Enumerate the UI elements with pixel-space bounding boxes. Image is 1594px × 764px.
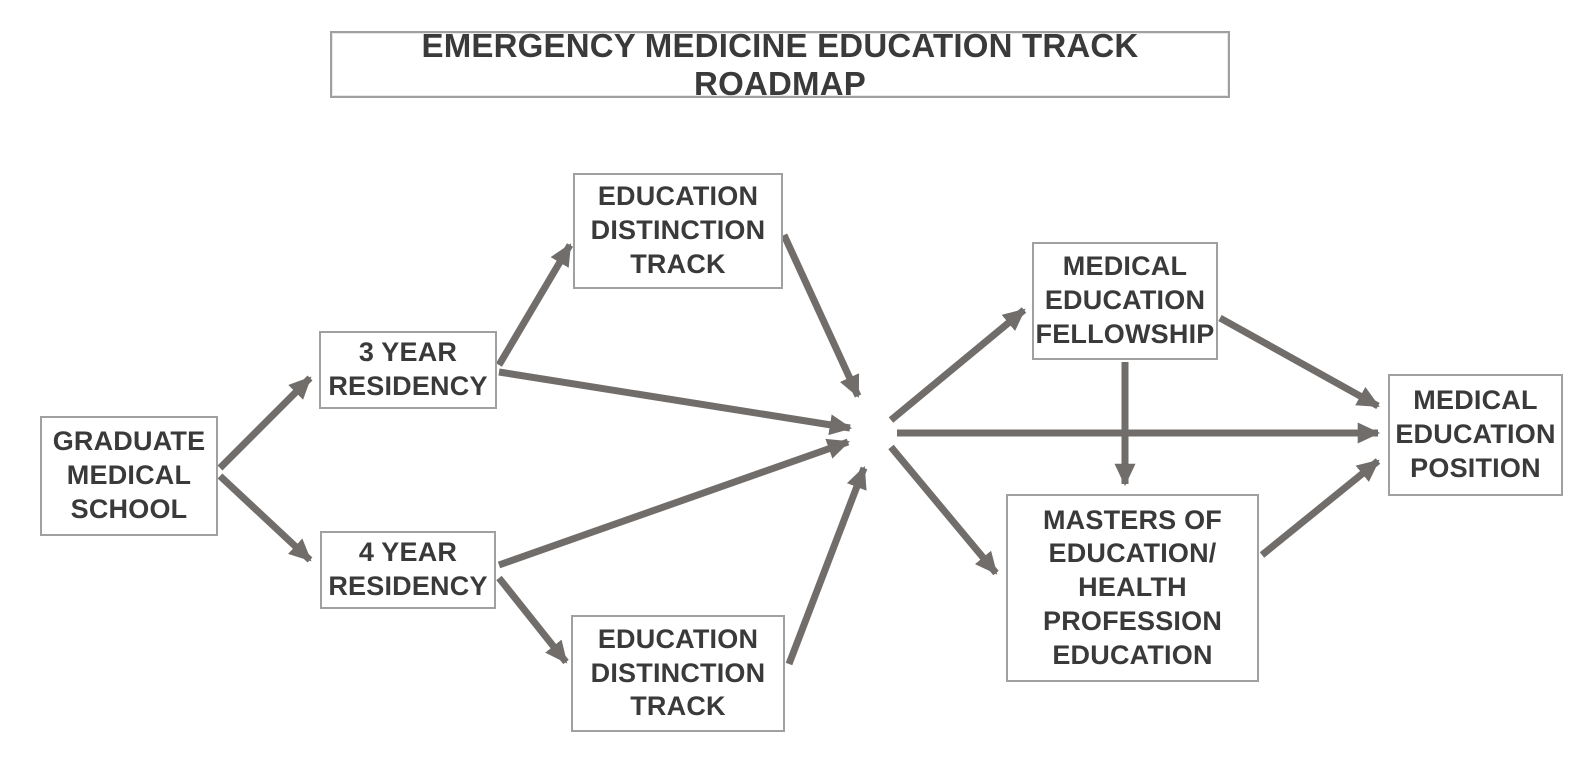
arrow-education-distinction-track-bottom-to-convergence-point — [785, 466, 868, 666]
arrow-graduate-medical-school-to-4-year-residency — [217, 473, 313, 563]
node-graduate-medical-school: GRADUATE MEDICAL SCHOOL — [40, 416, 218, 536]
arrow-graduate-medical-school-to-3-year-residency — [217, 375, 313, 471]
arrow-convergence-point-to-masters-of-education — [888, 444, 999, 576]
node-education-distinction-track-top: EDUCATION DISTINCTION TRACK — [573, 173, 783, 289]
arrow-3-year-residency-to-convergence-point — [498, 368, 853, 436]
node-education-distinction-track-bottom: EDUCATION DISTINCTION TRACK — [571, 615, 785, 732]
arrow-3-year-residency-to-education-distinction-track-top — [495, 243, 574, 367]
arrow-convergence-point-to-medical-education-fellowship — [888, 307, 1027, 423]
node-medical-education-fellowship: MEDICAL EDUCATION FELLOWSHIP — [1032, 242, 1218, 360]
arrow-masters-of-education-to-medical-education-position — [1259, 458, 1381, 558]
arrow-4-year-residency-to-education-distinction-track-bottom — [496, 575, 569, 665]
arrow-4-year-residency-to-convergence-point — [497, 438, 850, 569]
arrow-education-distinction-track-top-to-convergence-point — [780, 233, 862, 398]
node-masters-of-education: MASTERS OF EDUCATION/ HEALTH PROFESSION … — [1006, 494, 1259, 682]
arrow-medical-education-fellowship-to-medical-education-position — [1218, 314, 1380, 410]
diagram-title: EMERGENCY MEDICINE EDUCATION TRACK ROADM… — [330, 27, 1230, 102]
node-medical-education-position: MEDICAL EDUCATION POSITION — [1388, 374, 1563, 496]
node-3-year-residency: 3 YEAR RESIDENCY — [319, 331, 497, 409]
node-4-year-residency: 4 YEAR RESIDENCY — [320, 531, 496, 609]
